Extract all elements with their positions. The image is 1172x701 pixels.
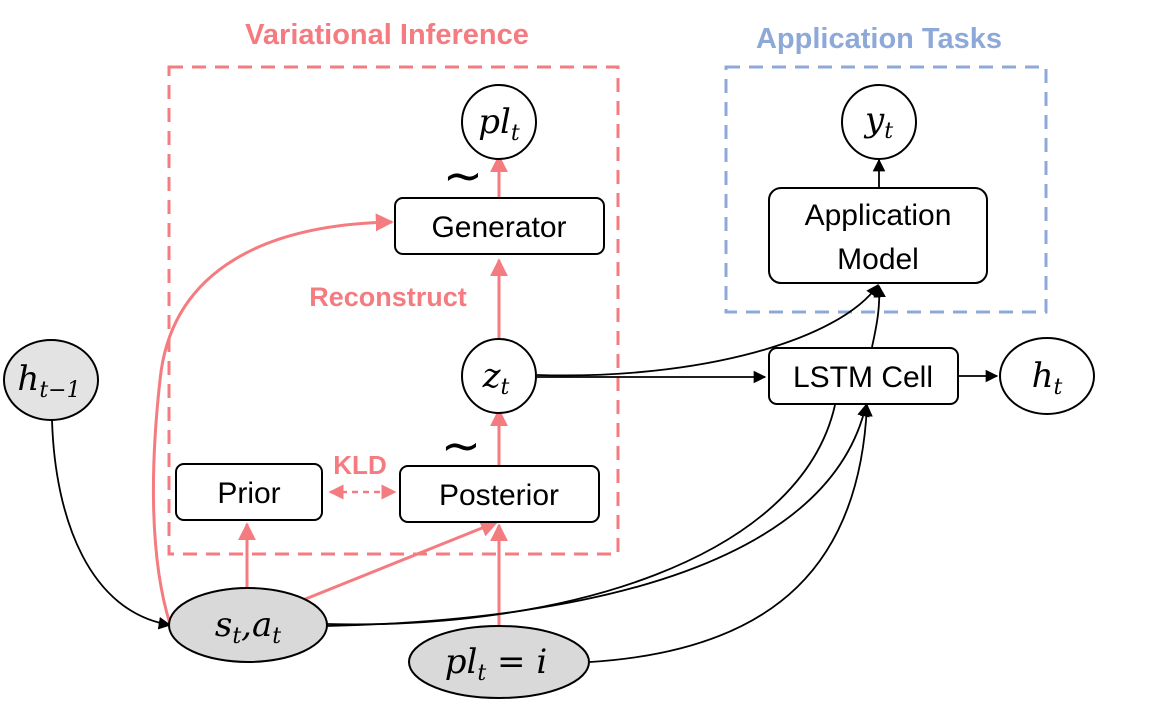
stat-s: s xyxy=(215,605,232,645)
yt-node: yt xyxy=(841,84,917,160)
reconstruct-label: Reconstruct xyxy=(309,282,467,312)
plt-sub: t xyxy=(511,121,520,146)
plt-eq-i-node: plt = i xyxy=(408,625,590,699)
edge-stat-to-posterior xyxy=(302,519,499,602)
zt-base: z xyxy=(482,356,502,396)
generator-node: Generator xyxy=(394,197,605,255)
zt-node: zt xyxy=(461,338,537,414)
stat-s-sub: t xyxy=(232,624,241,649)
edge-ht1-to-stat xyxy=(51,419,172,630)
variational-inference-group xyxy=(167,65,620,556)
sampling-symbol-generator: ∼ xyxy=(443,148,483,204)
application-model-label-line2: Model xyxy=(837,243,919,276)
edge-stat-to-lstm-b xyxy=(326,403,870,627)
generator-label: Generator xyxy=(431,211,566,244)
variational-inference-title: Variational Inference xyxy=(245,19,529,51)
ht-minus-1-sub: t−1 xyxy=(39,378,80,403)
lstm-cell-node: LSTM Cell xyxy=(768,347,959,405)
posterior-label: Posterior xyxy=(439,479,559,512)
ht-minus-1-base: h xyxy=(17,359,39,399)
application-tasks-title: Application Tasks xyxy=(756,23,1002,55)
ht-node: ht xyxy=(999,337,1095,415)
plt-eq-i-sub: t xyxy=(477,661,486,686)
svg-text:ht−1: ht−1 xyxy=(17,359,80,403)
plt-eq-i-rest: = i xyxy=(486,642,547,682)
stat-a-sub: t xyxy=(272,624,281,649)
stat-node: st,at xyxy=(168,587,328,663)
svg-text:st,at: st,at xyxy=(215,605,281,649)
ht-base: h xyxy=(1032,356,1054,396)
stat-comma: , xyxy=(241,605,252,645)
stat-a: a xyxy=(252,605,272,645)
prior-label: Prior xyxy=(217,477,280,510)
yt-sub: t xyxy=(884,119,893,144)
svg-text:plt = i: plt = i xyxy=(445,642,547,686)
sampling-symbol-posterior: ∼ xyxy=(441,418,481,474)
ht-sub: t xyxy=(1054,375,1063,400)
edge-stat-to-generator xyxy=(151,213,394,625)
ht-minus-1-node: ht−1 xyxy=(3,339,99,421)
posterior-node: Posterior xyxy=(399,465,600,523)
svg-text:yt: yt xyxy=(863,100,893,144)
edge-lstm-to-appmodel xyxy=(871,284,886,348)
plt-node: plt xyxy=(461,84,537,160)
lstm-cell-label: LSTM Cell xyxy=(793,361,933,394)
yt-base: y xyxy=(863,100,885,140)
application-model-label-line1: Application xyxy=(805,199,952,232)
plt-eq-i-base: pl xyxy=(445,642,478,682)
edge-pli-to-lstm xyxy=(589,403,873,663)
svg-text:zt: zt xyxy=(482,356,510,400)
application-model-node: Application Model xyxy=(768,187,988,284)
edge-zt-to-appmodel xyxy=(536,283,879,377)
svg-text:plt: plt xyxy=(478,102,520,146)
prior-node: Prior xyxy=(175,463,323,521)
kld-label: KLD xyxy=(333,450,386,480)
zt-sub: t xyxy=(501,375,510,400)
svg-text:ht: ht xyxy=(1032,356,1063,400)
plt-base: pl xyxy=(478,102,511,142)
application-tasks-group xyxy=(724,65,1048,314)
